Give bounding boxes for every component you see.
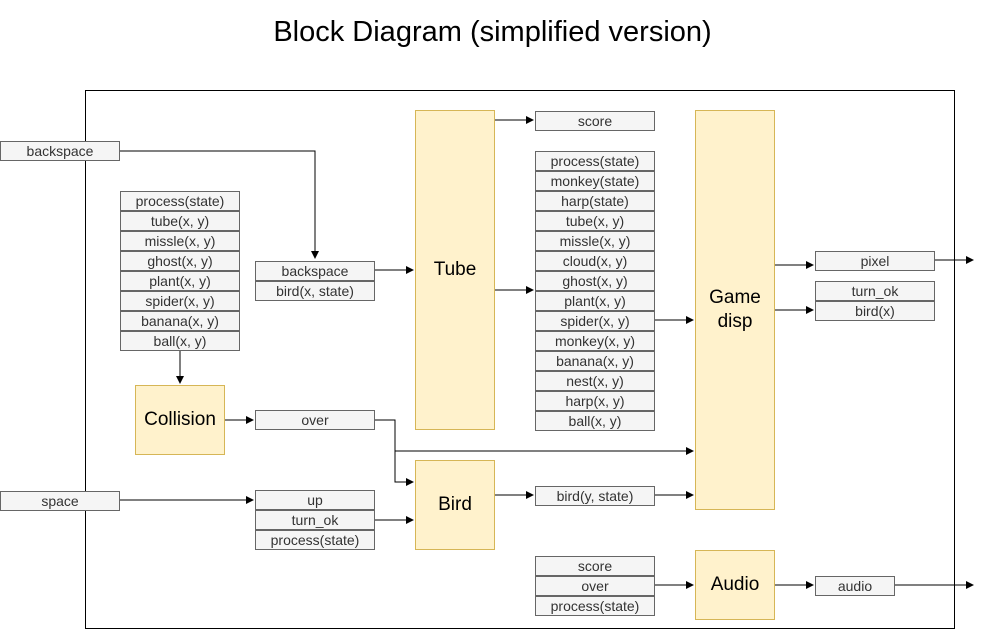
signal-tube-outputs-8: spider(x, y) (535, 311, 655, 331)
signal-bird-outputs-0: bird(y, state) (535, 486, 655, 506)
tube-block: Tube (415, 110, 495, 430)
signal-tube-outputs-11: nest(x, y) (535, 371, 655, 391)
signal-audio-inputs-0: score (535, 556, 655, 576)
audio-block: Audio (695, 550, 775, 620)
signal-audio-inputs-2: process(state) (535, 596, 655, 616)
signal-tube-outputs-13: ball(x, y) (535, 411, 655, 431)
signal-disp-outputs-1: bird(x) (815, 301, 935, 321)
signal-tube-outputs-1: monkey(state) (535, 171, 655, 191)
signal-tube-outputs-9: monkey(x, y) (535, 331, 655, 351)
signal-collision-outputs-0: over (255, 410, 375, 430)
signal-bird-inputs-0: up (255, 490, 375, 510)
collision-block: Collision (135, 385, 225, 455)
signal-tube-inputs-1: bird(x, state) (255, 281, 375, 301)
signal-tube-outputs-12: harp(x, y) (535, 391, 655, 411)
game-disp-block: Game disp (695, 110, 775, 510)
signal-collision-inputs-1: tube(x, y) (120, 211, 240, 231)
signal-tube-score-0: score (535, 111, 655, 131)
signal-tube-inputs-0: backspace (255, 261, 375, 281)
signal-collision-inputs-3: ghost(x, y) (120, 251, 240, 271)
signal-tube-outputs-10: banana(x, y) (535, 351, 655, 371)
wire-backspace-to-tube-inputs (120, 150, 319, 259)
signal-disp-pixel-0: pixel (815, 251, 935, 271)
signal-tube-outputs-6: ghost(x, y) (535, 271, 655, 291)
signal-tube-outputs-0: process(state) (535, 151, 655, 171)
signal-audio-outputs-0: audio (815, 576, 895, 596)
signal-tube-outputs-5: cloud(x, y) (535, 251, 655, 271)
signal-collision-inputs-4: plant(x, y) (120, 271, 240, 291)
signal-collision-inputs-6: banana(x, y) (120, 311, 240, 331)
signal-audio-inputs-1: over (535, 576, 655, 596)
signal-collision-inputs-7: ball(x, y) (120, 331, 240, 351)
signal-tube-outputs-3: tube(x, y) (535, 211, 655, 231)
bird-block: Bird (415, 460, 495, 550)
system-boundary (85, 90, 955, 629)
signal-disp-outputs-0: turn_ok (815, 281, 935, 301)
signal-bird-inputs-2: process(state) (255, 530, 375, 550)
backspace-input: backspace (0, 141, 120, 161)
signal-tube-outputs-2: harp(state) (535, 191, 655, 211)
space-input: space (0, 491, 120, 511)
signal-bird-inputs-1: turn_ok (255, 510, 375, 530)
diagram-title: Block Diagram (simplified version) (273, 16, 712, 48)
signal-collision-inputs-2: missle(x, y) (120, 231, 240, 251)
signal-collision-inputs-5: spider(x, y) (120, 291, 240, 311)
signal-collision-inputs-0: process(state) (120, 191, 240, 211)
signal-tube-outputs-4: missle(x, y) (535, 231, 655, 251)
signal-tube-outputs-7: plant(x, y) (535, 291, 655, 311)
